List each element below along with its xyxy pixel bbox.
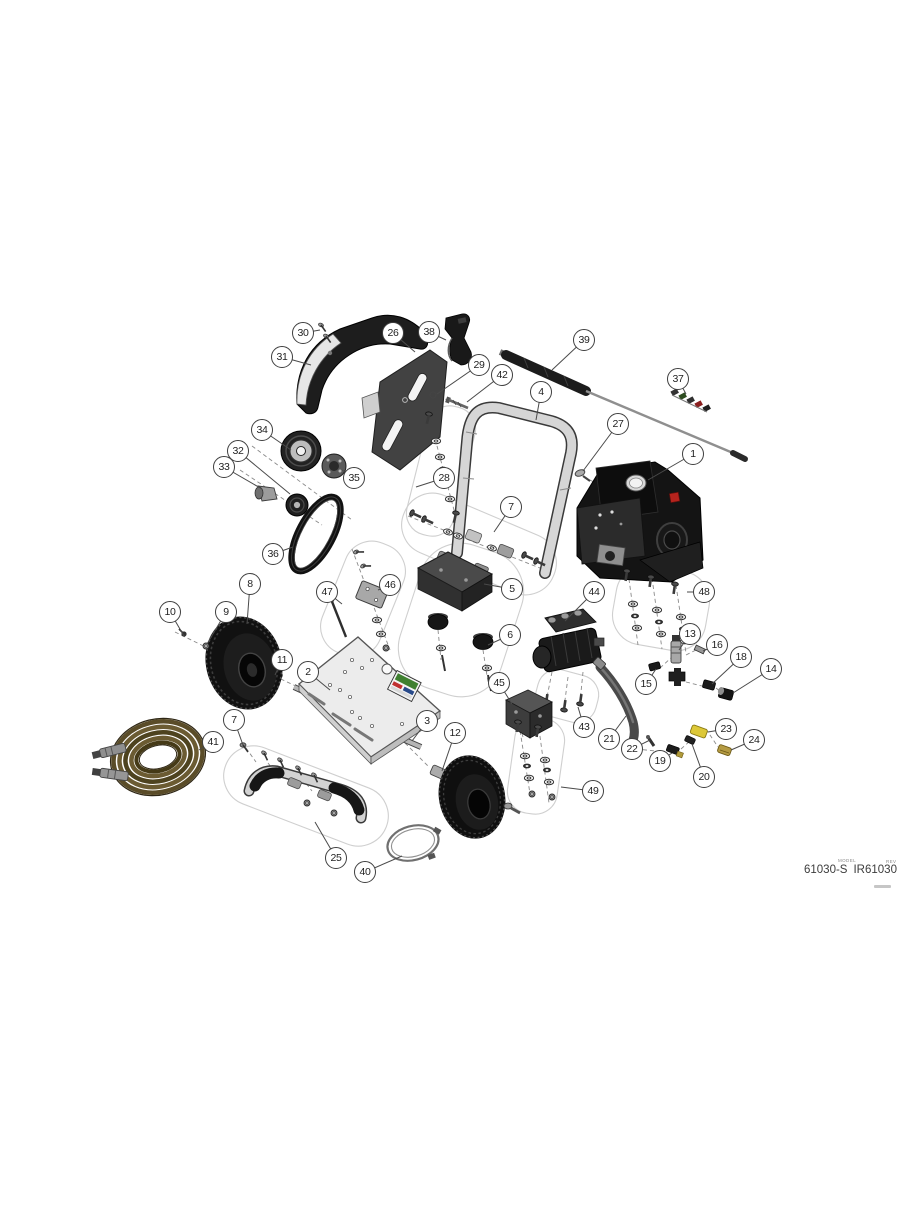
callout-25: 25 xyxy=(325,847,347,869)
callout-9: 9 xyxy=(215,601,237,623)
callout-34: 34 xyxy=(251,419,273,441)
callout-37: 37 xyxy=(667,368,689,390)
callout-8: 8 xyxy=(239,573,261,595)
title-block: MODEL REV 61030-S IR61030 xyxy=(804,858,904,894)
callout-22: 22 xyxy=(621,738,643,760)
fine-print-mark xyxy=(874,885,891,888)
rev-label: REV xyxy=(886,859,897,864)
callout-40: 40 xyxy=(354,861,376,883)
callout-11: 11 xyxy=(271,649,293,671)
callout-46: 46 xyxy=(379,574,401,596)
callout-31: 31 xyxy=(271,346,293,368)
callout-7-lower: 7 xyxy=(223,709,245,731)
callout-44: 44 xyxy=(583,581,605,603)
callout-24: 24 xyxy=(743,729,765,751)
callout-20: 20 xyxy=(693,766,715,788)
callout-23: 23 xyxy=(715,718,737,740)
callout-28: 28 xyxy=(433,467,455,489)
callout-26: 26 xyxy=(382,322,404,344)
callout-7-upper: 7 xyxy=(500,496,522,518)
callout-35: 35 xyxy=(343,467,365,489)
callout-30: 30 xyxy=(292,322,314,344)
callout-6: 6 xyxy=(499,624,521,646)
callout-45: 45 xyxy=(488,672,510,694)
callout-3: 3 xyxy=(416,710,438,732)
callout-48: 48 xyxy=(693,581,715,603)
callout-4: 4 xyxy=(530,381,552,403)
model-value: 61030-S xyxy=(804,864,848,876)
callout-15: 15 xyxy=(635,673,657,695)
callout-36: 36 xyxy=(262,543,284,565)
callout-43: 43 xyxy=(573,716,595,738)
callout-39: 39 xyxy=(573,329,595,351)
callout-38: 38 xyxy=(418,321,440,343)
model-label: MODEL xyxy=(838,858,857,863)
callout-33: 33 xyxy=(213,456,235,478)
callout-18: 18 xyxy=(730,646,752,668)
model-number-text: 61030-S IR61030 xyxy=(804,864,897,876)
callout-42: 42 xyxy=(491,364,513,386)
callout-2: 2 xyxy=(297,661,319,683)
callout-10: 10 xyxy=(159,601,181,623)
callout-5: 5 xyxy=(501,578,523,600)
callout-1: 1 xyxy=(682,443,704,465)
callout-12: 12 xyxy=(444,722,466,744)
callout-14: 14 xyxy=(760,658,782,680)
callout-27: 27 xyxy=(607,413,629,435)
callout-29: 29 xyxy=(468,354,490,376)
callout-41: 41 xyxy=(202,731,224,753)
callout-19: 19 xyxy=(649,750,671,772)
callout-16: 16 xyxy=(706,634,728,656)
callout-32: 32 xyxy=(227,440,249,462)
callout-13: 13 xyxy=(679,623,701,645)
callout-49: 49 xyxy=(582,780,604,802)
callout-47: 47 xyxy=(316,581,338,603)
callout-21: 21 xyxy=(598,728,620,750)
drawing-number-value: IR61030 xyxy=(853,864,897,876)
